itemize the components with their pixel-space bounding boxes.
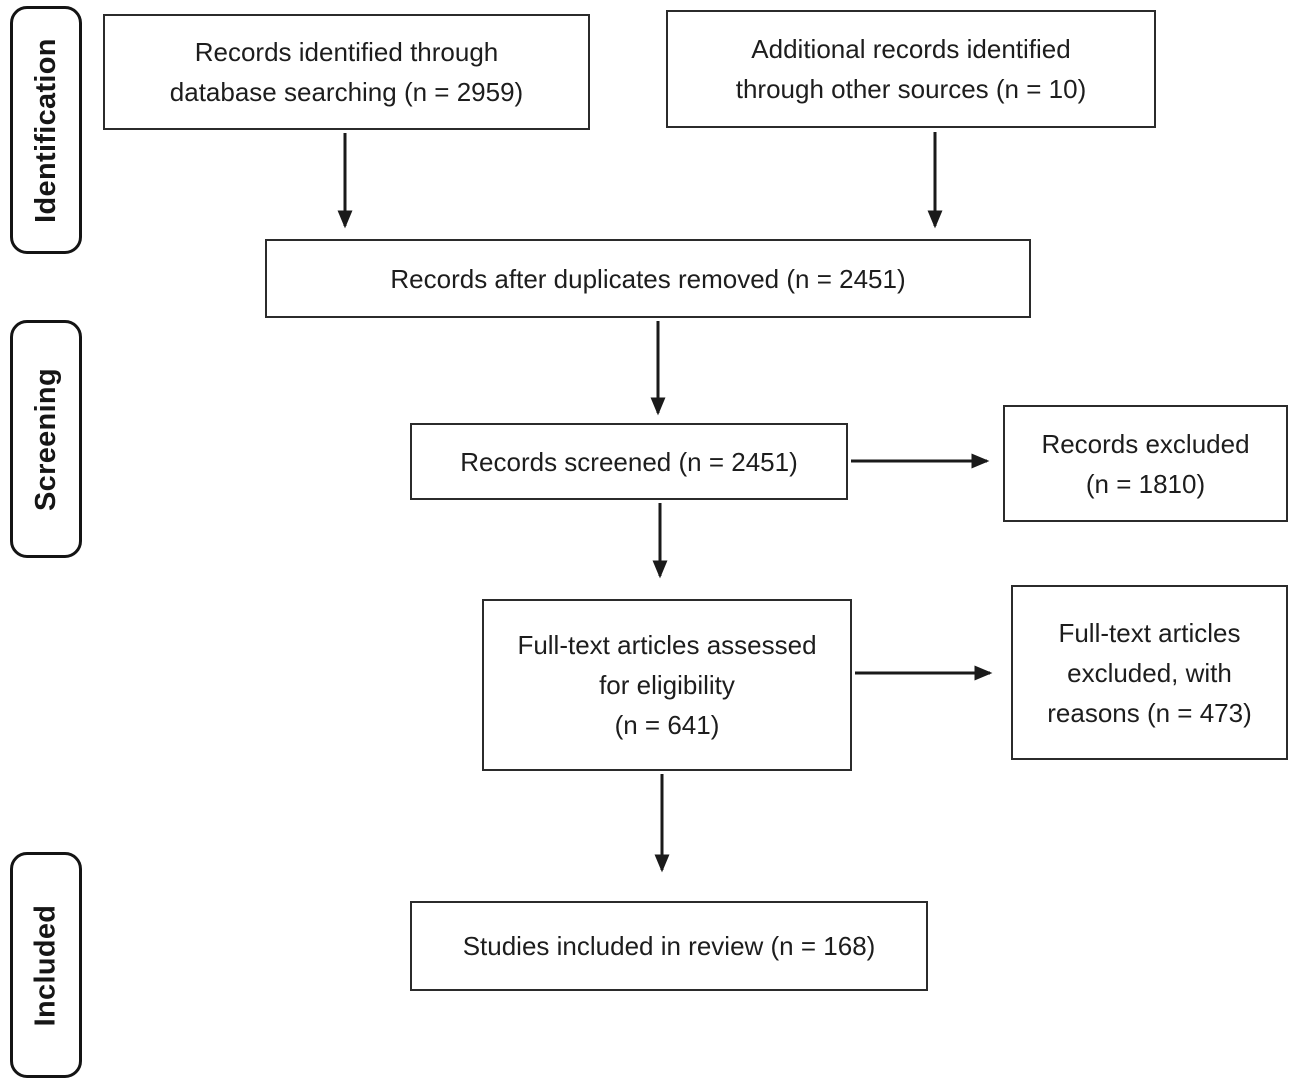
- box-line: Full-text articles assessed: [517, 630, 817, 660]
- stage-included: Included: [10, 852, 82, 1078]
- box-studies-included: Studies included in review (n = 168): [410, 901, 928, 991]
- box-fulltext-assessed: Full-text articles assessed for eligibil…: [482, 599, 852, 771]
- box-records-excluded: Records excluded (n = 1810): [1003, 405, 1288, 522]
- stage-screening-label: Screening: [29, 367, 62, 511]
- box-line: through other sources (n = 10): [735, 74, 1087, 104]
- stage-screening: Screening: [10, 320, 82, 558]
- box-line: for eligibility: [599, 670, 735, 700]
- box-line: Full-text articles: [1058, 617, 1241, 648]
- box-records-identified: Records identified through database sear…: [103, 14, 590, 130]
- box-line: Records identified through: [194, 37, 499, 67]
- box-additional-records: Additional records identified through ot…: [666, 10, 1156, 128]
- box-line: Studies included in review (n = 168): [462, 931, 876, 961]
- box-line: Records excluded: [1041, 428, 1250, 459]
- stage-identification: Identification: [10, 6, 82, 254]
- box-line: (n = 1810): [1085, 468, 1206, 499]
- box-line: Records after duplicates removed (n = 24…: [390, 263, 906, 294]
- box-line: excluded, with: [1067, 657, 1232, 688]
- box-line: database searching (n = 2959): [169, 77, 524, 107]
- box-fulltext-excluded: Full-text articles excluded, with reason…: [1011, 585, 1288, 760]
- stage-identification-label: Identification: [29, 37, 62, 223]
- box-records-screened: Records screened (n = 2451): [410, 423, 848, 500]
- box-line: Records screened (n = 2451): [460, 446, 798, 477]
- stage-included-label: Included: [29, 904, 62, 1026]
- box-line: reasons (n = 473): [1047, 697, 1252, 728]
- box-line: (n = 641): [614, 710, 720, 740]
- box-line: Additional records identified: [751, 34, 1071, 64]
- box-records-after-duplicates-removed: Records after duplicates removed (n = 24…: [265, 239, 1031, 318]
